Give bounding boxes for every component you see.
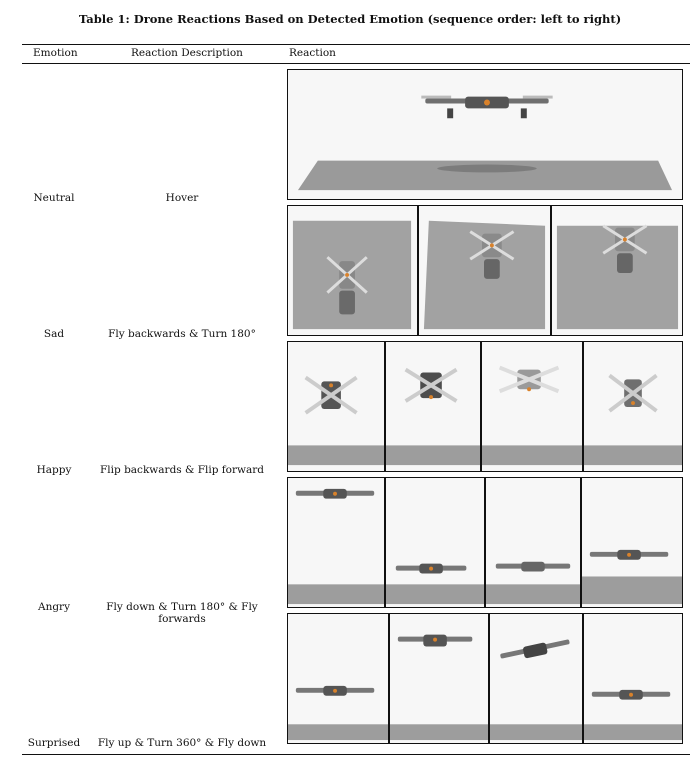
reaction-frame bbox=[287, 69, 683, 200]
row-angry-description: Fly down & Turn 180° & Fly forwards bbox=[106, 601, 258, 625]
drone-flip-image-4 bbox=[584, 373, 682, 466]
reaction-frame-2 bbox=[385, 477, 485, 608]
drone-flip-image-3 bbox=[482, 365, 582, 466]
reaction-frame-4 bbox=[583, 341, 683, 472]
row-neutral-description: Hover bbox=[165, 192, 199, 204]
row-angry-reaction-images bbox=[287, 477, 683, 608]
drone-spin-image bbox=[490, 639, 582, 741]
reaction-frame-2 bbox=[385, 341, 481, 472]
header-description: Reaction Description bbox=[131, 47, 243, 59]
drone-high-image bbox=[288, 488, 384, 605]
table-header-rule bbox=[22, 63, 690, 64]
row-angry-emotion: Angry bbox=[37, 601, 71, 613]
reaction-frame-1 bbox=[287, 477, 385, 608]
row-neutral-reaction-images bbox=[287, 69, 683, 200]
drone-flip-image-2 bbox=[386, 367, 480, 466]
reaction-frame-2 bbox=[418, 205, 551, 336]
row-happy-emotion: Happy bbox=[36, 464, 72, 476]
drone-turned-image bbox=[556, 224, 679, 330]
drone-down-again-image bbox=[584, 689, 682, 741]
reaction-frame-4 bbox=[583, 613, 683, 744]
reaction-frame-3 bbox=[551, 205, 683, 336]
drone-turn-low-image bbox=[486, 561, 580, 605]
table-bottom-rule bbox=[22, 754, 690, 755]
row-sad-reaction-images bbox=[287, 205, 683, 336]
drone-forward-image bbox=[582, 549, 682, 605]
row-happy-description: Flip backwards & Flip forward bbox=[100, 464, 264, 476]
row-surprised-emotion: Surprised bbox=[27, 737, 81, 749]
row-surprised-reaction-images bbox=[287, 613, 683, 744]
row-surprised-description: Fly up & Turn 360° & Fly down bbox=[97, 737, 267, 749]
drone-down-image bbox=[386, 563, 484, 605]
table-caption: Table 1: Drone Reactions Based on Detect… bbox=[78, 12, 622, 26]
reaction-frame-3 bbox=[481, 341, 583, 472]
row-sad-emotion: Sad bbox=[43, 328, 65, 340]
reaction-frame-3 bbox=[485, 477, 581, 608]
header-reaction: Reaction bbox=[289, 47, 336, 59]
reaction-frame-3 bbox=[489, 613, 583, 744]
drone-up-image bbox=[390, 634, 488, 741]
drone-flip-image-1 bbox=[288, 375, 384, 466]
reaction-frame-1 bbox=[287, 613, 389, 744]
reaction-frame-4 bbox=[581, 477, 683, 608]
drone-low-image bbox=[288, 685, 388, 741]
drone-fly-backwards-image bbox=[292, 220, 412, 330]
row-happy-reaction-images bbox=[287, 341, 683, 472]
row-sad-description: Fly backwards & Turn 180° bbox=[108, 328, 256, 340]
row-neutral-emotion: Neutral bbox=[33, 192, 75, 204]
header-emotion: Emotion bbox=[33, 47, 78, 59]
reaction-frame-1 bbox=[287, 341, 385, 472]
table-top-rule bbox=[22, 44, 690, 45]
drone-turn-image bbox=[423, 220, 546, 330]
drone-hover-image bbox=[297, 95, 673, 191]
reaction-frame-1 bbox=[287, 205, 418, 336]
reaction-frame-2 bbox=[389, 613, 489, 744]
